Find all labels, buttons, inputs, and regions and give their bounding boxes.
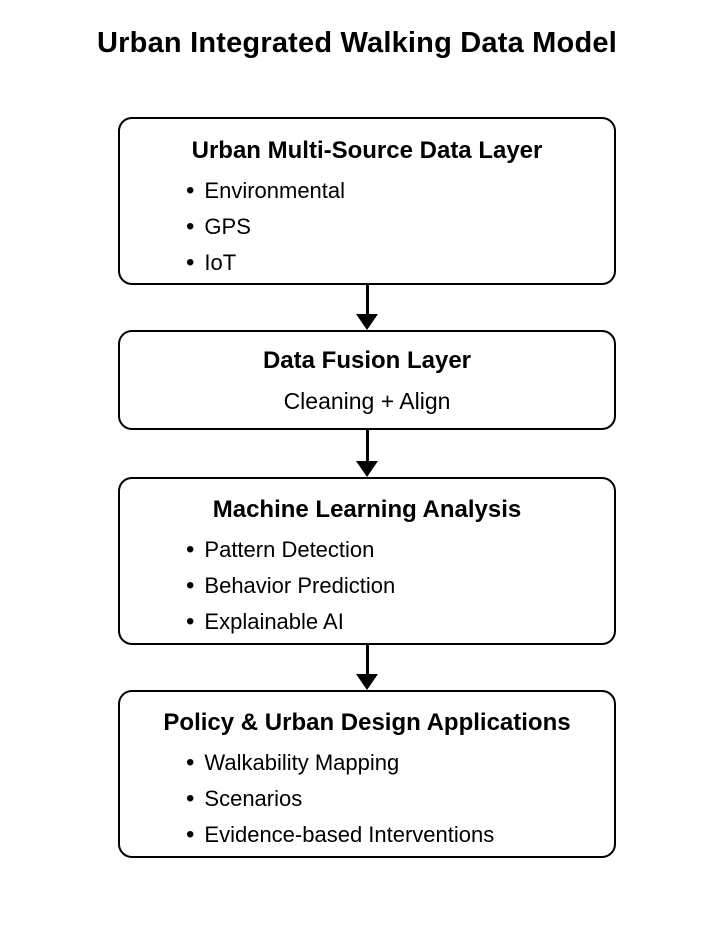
- bullet-list: • Pattern Detection • Behavior Predictio…: [120, 532, 614, 640]
- list-item: • Pattern Detection: [186, 532, 614, 568]
- list-item: • Explainable AI: [186, 604, 614, 640]
- list-item: • GPS: [186, 209, 614, 245]
- box-title: Data Fusion Layer: [262, 347, 472, 374]
- box-title: Urban Multi-Source Data Layer: [191, 137, 543, 164]
- bullet-icon: •: [186, 821, 195, 848]
- flow-box-data-fusion-layer: Data Fusion Layer Cleaning + Align: [118, 330, 616, 430]
- arrow-shaft: [365, 285, 369, 314]
- list-item: • Environmental: [186, 173, 614, 209]
- arrowhead-down-icon: [356, 674, 378, 690]
- bullet-list: • Environmental • GPS • IoT: [120, 173, 614, 281]
- list-item: • IoT: [186, 245, 614, 281]
- flow-box-policy-urban-design-applications: Policy & Urban Design Applications • Wal…: [118, 690, 616, 858]
- list-item-label: GPS: [204, 214, 251, 239]
- flow-arrow-down-2: [356, 430, 378, 477]
- list-item: • Behavior Prediction: [186, 568, 614, 604]
- arrowhead-down-icon: [356, 314, 378, 330]
- bullet-icon: •: [186, 785, 195, 812]
- box-title: Policy & Urban Design Applications: [163, 709, 571, 736]
- flow-arrow-down-1: [356, 285, 378, 330]
- box-subtitle: Cleaning + Align: [283, 388, 451, 414]
- bullet-icon: •: [186, 177, 195, 204]
- arrow-shaft: [365, 645, 369, 674]
- arrowhead-down-icon: [356, 461, 378, 477]
- bullet-icon: •: [186, 608, 195, 635]
- list-item: • Walkability Mapping: [186, 745, 614, 781]
- bullet-icon: •: [186, 572, 195, 599]
- bullet-icon: •: [186, 749, 195, 776]
- list-item: • Scenarios: [186, 781, 614, 817]
- bullet-icon: •: [186, 249, 195, 276]
- box-title: Machine Learning Analysis: [212, 496, 522, 523]
- flow-box-machine-learning-analysis: Machine Learning Analysis • Pattern Dete…: [118, 477, 616, 645]
- list-item-label: Scenarios: [204, 786, 303, 811]
- list-item-label: Walkability Mapping: [204, 750, 400, 775]
- list-item-label: IoT: [204, 250, 237, 275]
- list-item-label: Pattern Detection: [204, 537, 375, 562]
- arrow-shaft: [365, 430, 369, 461]
- list-item-label: Evidence-based Interventions: [204, 822, 495, 847]
- list-item-label: Explainable AI: [204, 609, 344, 634]
- diagram-title: Urban Integrated Walking Data Model: [97, 27, 617, 59]
- bullet-icon: •: [186, 536, 195, 563]
- bullet-list: • Walkability Mapping • Scenarios • Evid…: [120, 745, 614, 853]
- bullet-icon: •: [186, 213, 195, 240]
- list-item: • Evidence-based Interventions: [186, 817, 614, 853]
- list-item-label: Behavior Prediction: [204, 573, 396, 598]
- flow-arrow-down-3: [356, 645, 378, 690]
- list-item-label: Environmental: [204, 178, 346, 203]
- flow-box-urban-multi-source-data-layer: Urban Multi-Source Data Layer • Environm…: [118, 117, 616, 285]
